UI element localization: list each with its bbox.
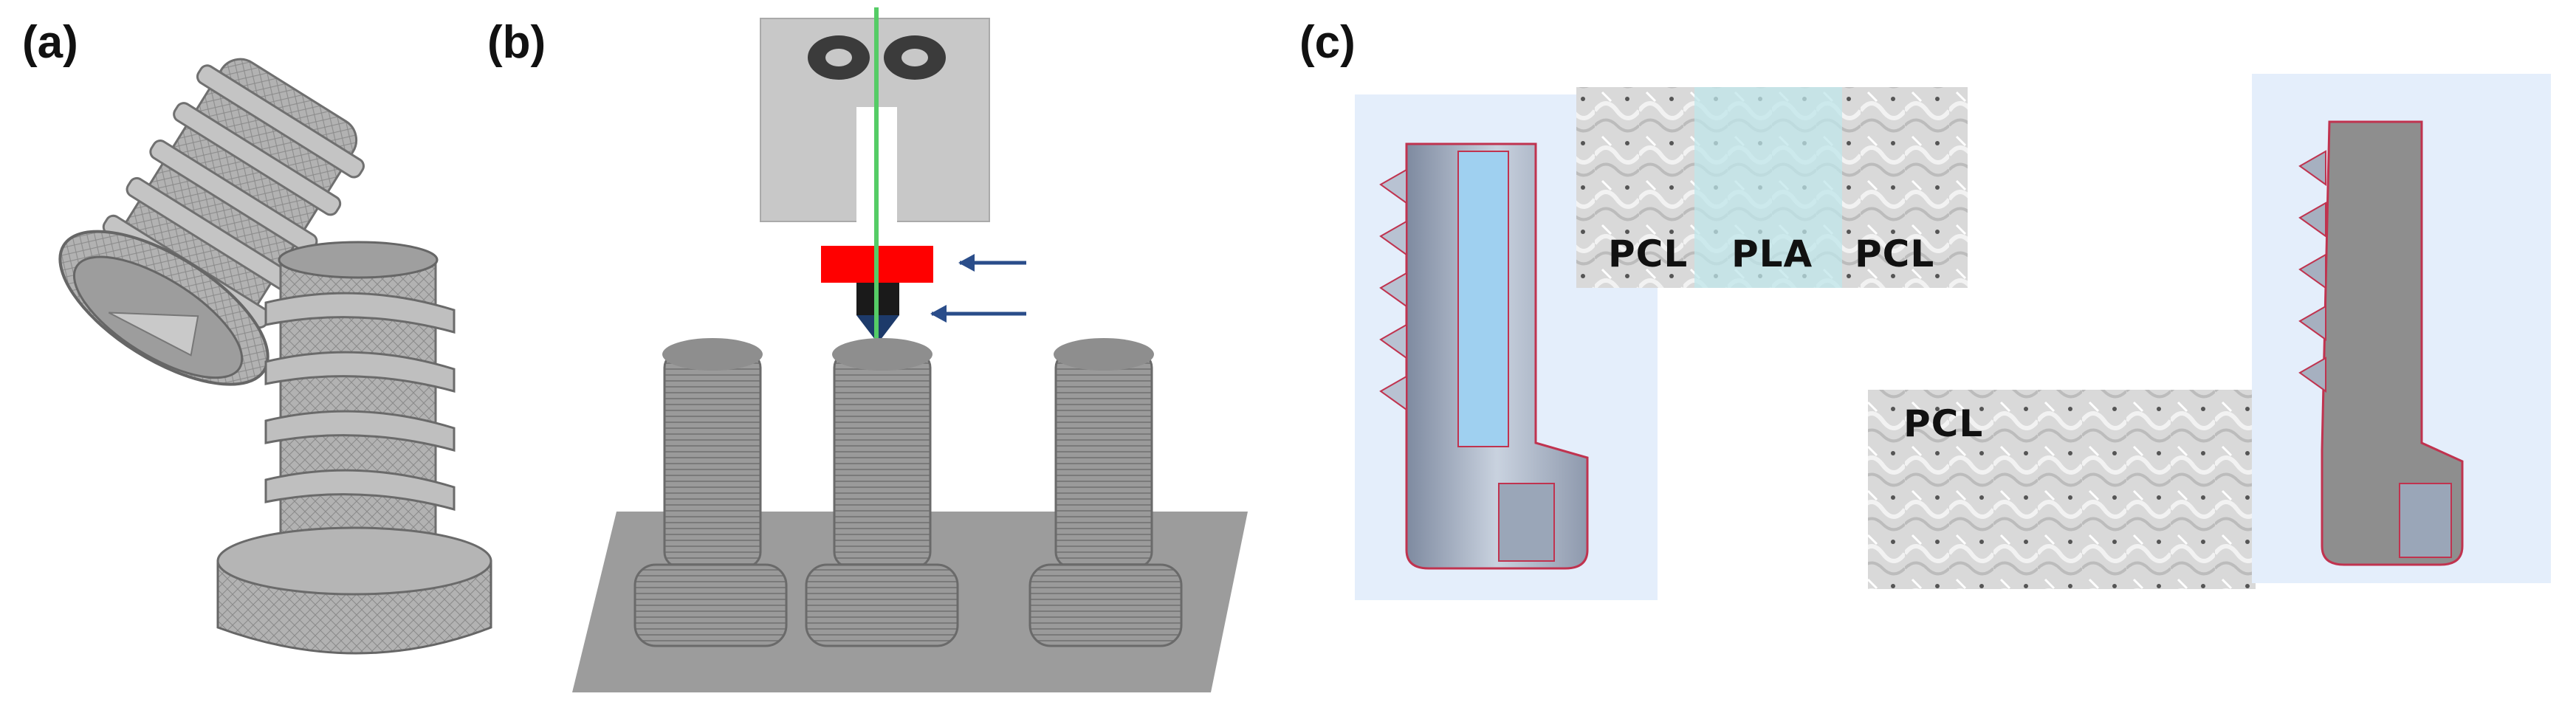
screw-icon	[216, 241, 492, 655]
label-pcl-left: PCL	[1608, 233, 1689, 275]
label-pcl-right: PCL	[1855, 233, 1935, 275]
label-pla: PLA	[1731, 233, 1813, 275]
label-pcl-bottom: PCL	[1903, 402, 1984, 445]
panel-a	[58, 58, 492, 655]
printed-screw-2	[805, 338, 959, 647]
panel-c	[1355, 74, 2551, 600]
printed-screw-3	[1028, 338, 1183, 647]
panel-label-a: (a)	[22, 17, 78, 68]
arrow-left-icon	[930, 305, 1026, 323]
screw-cross-section-pcl	[2298, 120, 2464, 566]
screw-cross-section-pla-core	[1379, 142, 1589, 570]
arrow-left-icon	[958, 254, 1026, 272]
pla-region	[1694, 87, 1842, 288]
printed-screw-1	[633, 338, 788, 647]
panel-label-b: (b)	[487, 17, 546, 68]
panel-label-c: (c)	[1299, 17, 1356, 68]
sem-image-bottom	[1868, 390, 2256, 589]
panel-b	[572, 7, 1248, 692]
screw-icon	[58, 58, 365, 386]
